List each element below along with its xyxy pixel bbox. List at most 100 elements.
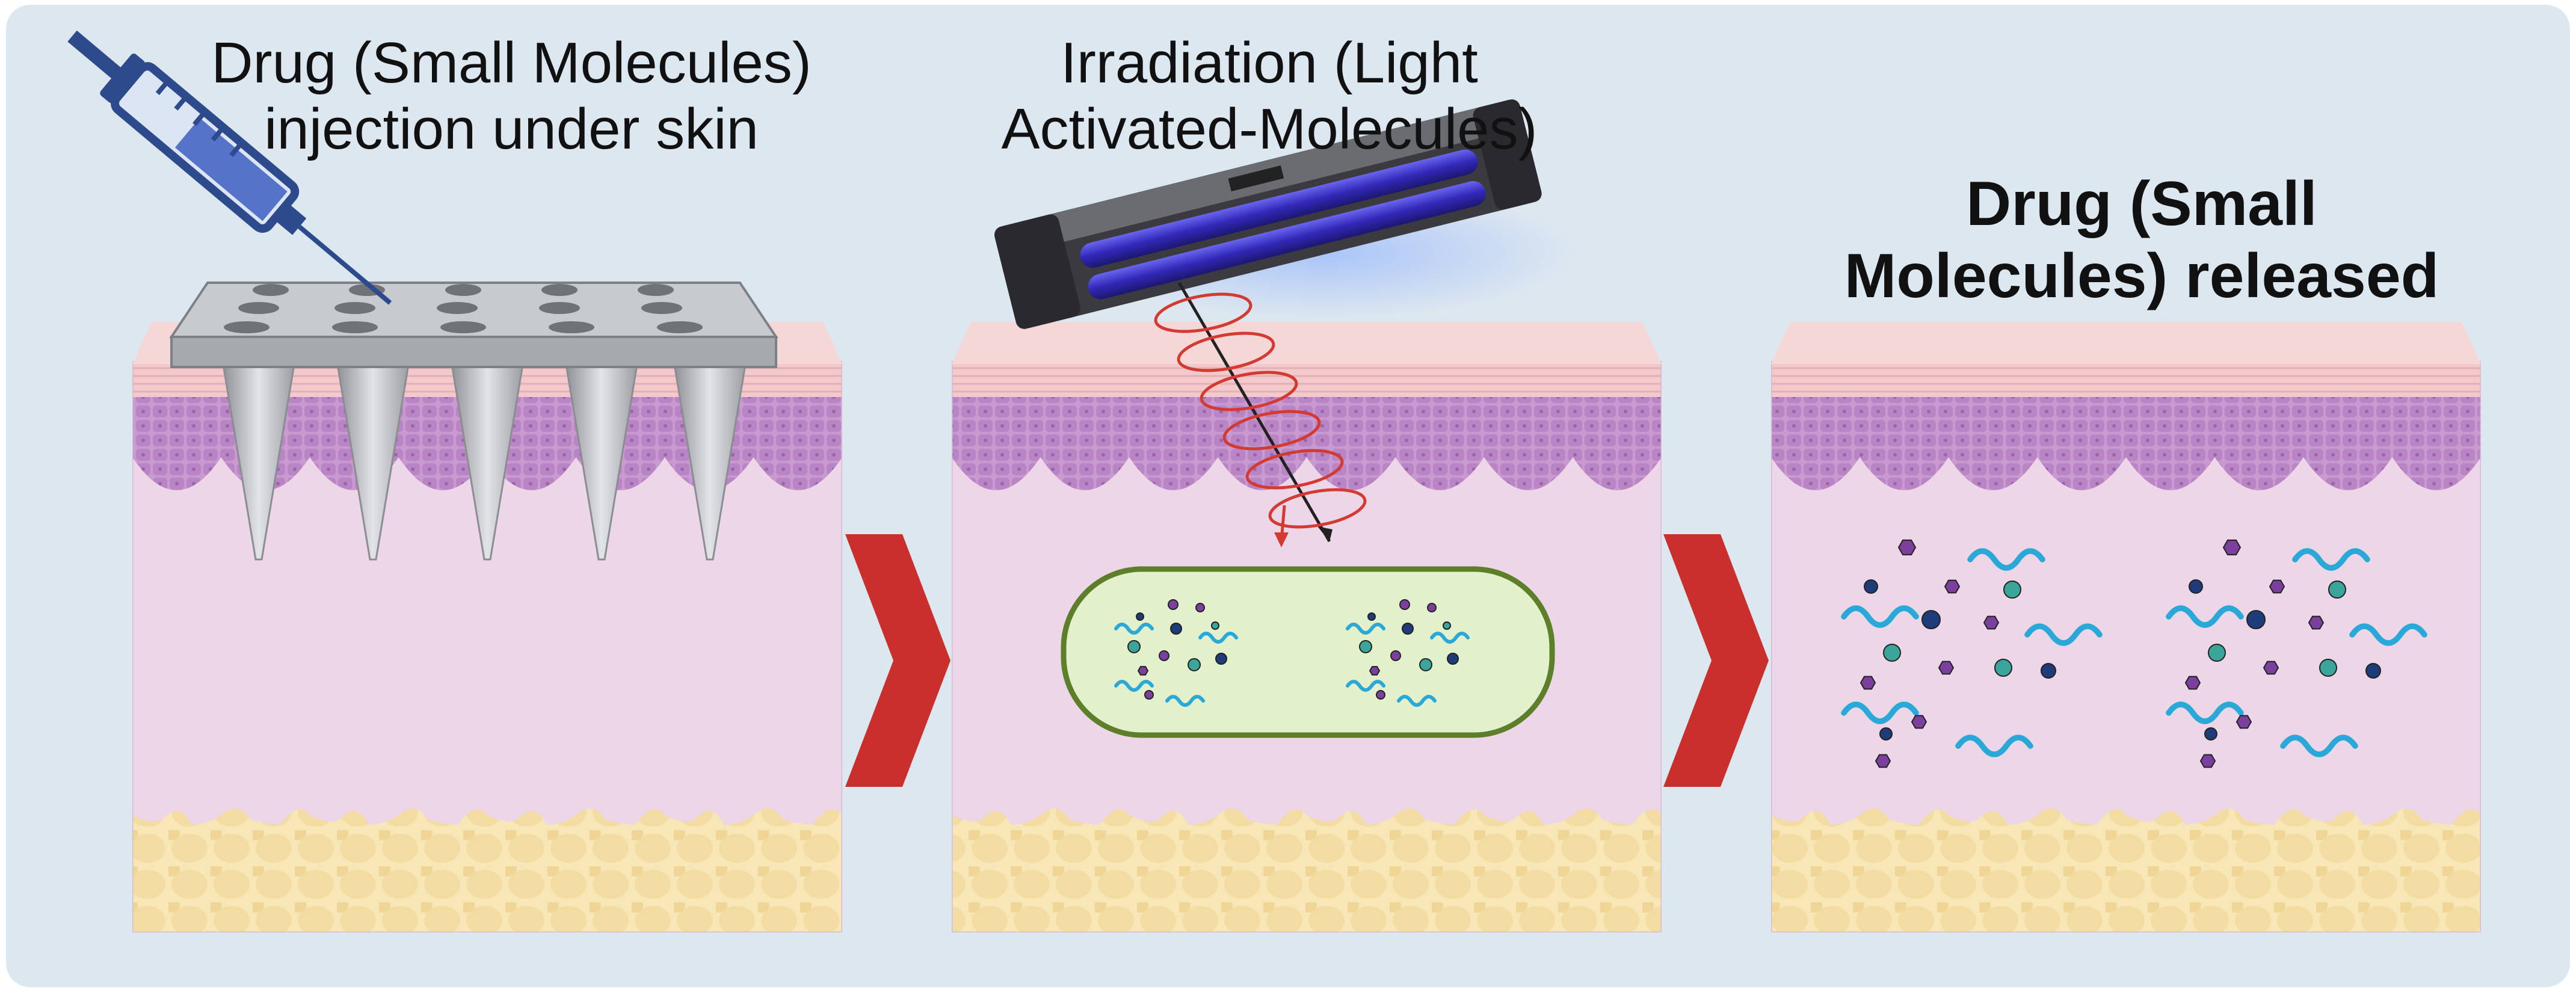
uv-lamp-icon: [994, 99, 1542, 329]
molecule-icon: [2349, 623, 2427, 646]
molecule-icon: [2236, 715, 2252, 729]
molecule-icon: [1137, 666, 1149, 676]
molecule-icon: [2041, 663, 2056, 679]
patch-hole: [437, 302, 478, 314]
molecule-icon: [1967, 548, 2045, 571]
patch-hole: [334, 302, 375, 314]
molecule-icon: [1399, 599, 1410, 610]
molecule-icon: [2328, 581, 2346, 599]
molecule-icon: [2269, 579, 2285, 594]
molecule-icon: [1376, 690, 1385, 700]
caption-injection-line1: Drug (Small Molecules): [211, 31, 812, 95]
molecule-icon: [1367, 612, 1376, 621]
molecule-clusters: [1114, 539, 2427, 768]
patch-hole: [440, 321, 486, 333]
molecule-icon: [1875, 754, 1891, 768]
epidermis-layer: [1771, 397, 2481, 490]
molecule-icon: [2166, 701, 2244, 724]
molecule-icon: [1883, 644, 1901, 662]
molecule-icon: [2208, 644, 2226, 662]
molecule-icon: [2319, 659, 2337, 677]
caption-released-line2: Molecules) released: [1844, 241, 2439, 311]
wave-loop: [1154, 292, 1253, 333]
molecule-icon: [1127, 640, 1141, 653]
patch-hole: [445, 284, 481, 296]
patch-edge: [170, 336, 777, 368]
molecule-icon: [1159, 650, 1169, 661]
molecule-icon: [2166, 605, 2244, 628]
caption-injection-line2: injection under skin: [264, 97, 759, 162]
patch-hole: [539, 302, 580, 314]
patch-hole: [549, 321, 594, 333]
patch-hole: [224, 321, 270, 333]
molecule-icon: [1390, 650, 1401, 661]
molecule-icon: [1955, 735, 2033, 757]
wave-loop: [1200, 371, 1298, 411]
molecule-icon: [1994, 659, 2012, 677]
patch-hole: [253, 284, 289, 296]
molecule-icon: [1144, 690, 1154, 700]
molecule-icon: [1136, 612, 1144, 621]
wave-loop: [1268, 488, 1367, 529]
patch-hole: [638, 284, 674, 296]
molecule-icon: [1419, 658, 1432, 671]
subcutaneous-fat-layer: [952, 809, 1662, 932]
skin-top-face: [1771, 322, 2481, 364]
molecule-icon: [1938, 661, 1955, 675]
skin-top-face: [952, 322, 1662, 364]
molecule-icon: [1198, 632, 1238, 644]
epidermis-layer: [952, 397, 1662, 490]
molecule-icon: [2024, 623, 2103, 646]
molecule-icon: [1170, 623, 1182, 635]
patch-hole: [238, 302, 279, 314]
skin-block: [1771, 361, 2481, 932]
patch-hole: [541, 284, 578, 296]
molecule-icon: [1188, 658, 1201, 671]
molecule-icon: [2199, 754, 2216, 768]
molecule-icon: [1114, 680, 1154, 692]
molecule-icon: [2189, 579, 2203, 594]
molecule-icon: [1944, 579, 1961, 594]
molecule-icon: [2308, 615, 2325, 630]
molecule-icon: [1397, 695, 1437, 707]
molecule-icon: [1165, 695, 1205, 707]
molecule-icon: [1983, 615, 2000, 630]
subcutaneous-fat-layer: [132, 809, 842, 932]
molecule-icon: [1346, 680, 1385, 692]
patch-hole: [641, 302, 682, 314]
molecule-icon: [1215, 653, 1227, 665]
caption-irradiation: Irradiation (Light Activated-Molecules): [963, 30, 1576, 163]
molecule-icon: [1346, 623, 1385, 635]
syringe-icon: [67, 30, 392, 305]
light-wave: [1154, 282, 1367, 547]
molecule-icon: [1841, 605, 1919, 628]
wave-loop: [1177, 331, 1275, 372]
wave-loop: [1245, 449, 1344, 490]
molecule-icon: [1921, 610, 1941, 629]
caption-released-line1: Drug (Small: [1966, 169, 2317, 239]
wave-axis: [1177, 282, 1331, 543]
wave-loop: [1222, 410, 1321, 451]
molecule-icon: [2292, 548, 2370, 571]
molecule-icon: [1168, 599, 1179, 610]
patch-hole: [332, 321, 378, 333]
molecule-icon: [1447, 653, 1459, 665]
molecule-icon: [2003, 581, 2021, 599]
molecule-icon: [1427, 603, 1437, 612]
molecule-icon: [1860, 676, 1876, 690]
microneedle-patch-icon: [169, 282, 778, 561]
molecule-icon: [2365, 663, 2381, 679]
molecule-icon: [1195, 603, 1205, 612]
molecule-icon: [1911, 715, 1927, 729]
subcutaneous-fat-layer: [1771, 809, 2481, 932]
molecule-icon: [2280, 735, 2358, 757]
molecule-icon: [1369, 666, 1381, 676]
molecule-icon: [2222, 539, 2242, 556]
caption-injection: Drug (Small Molecules) injection under s…: [174, 30, 848, 163]
chevron-arrow-icon: [845, 534, 951, 787]
molecule-icon: [1402, 623, 1414, 635]
chevron-arrow-icon: [1663, 534, 1769, 787]
caption-released: Drug (Small Molecules) released: [1805, 168, 2479, 312]
